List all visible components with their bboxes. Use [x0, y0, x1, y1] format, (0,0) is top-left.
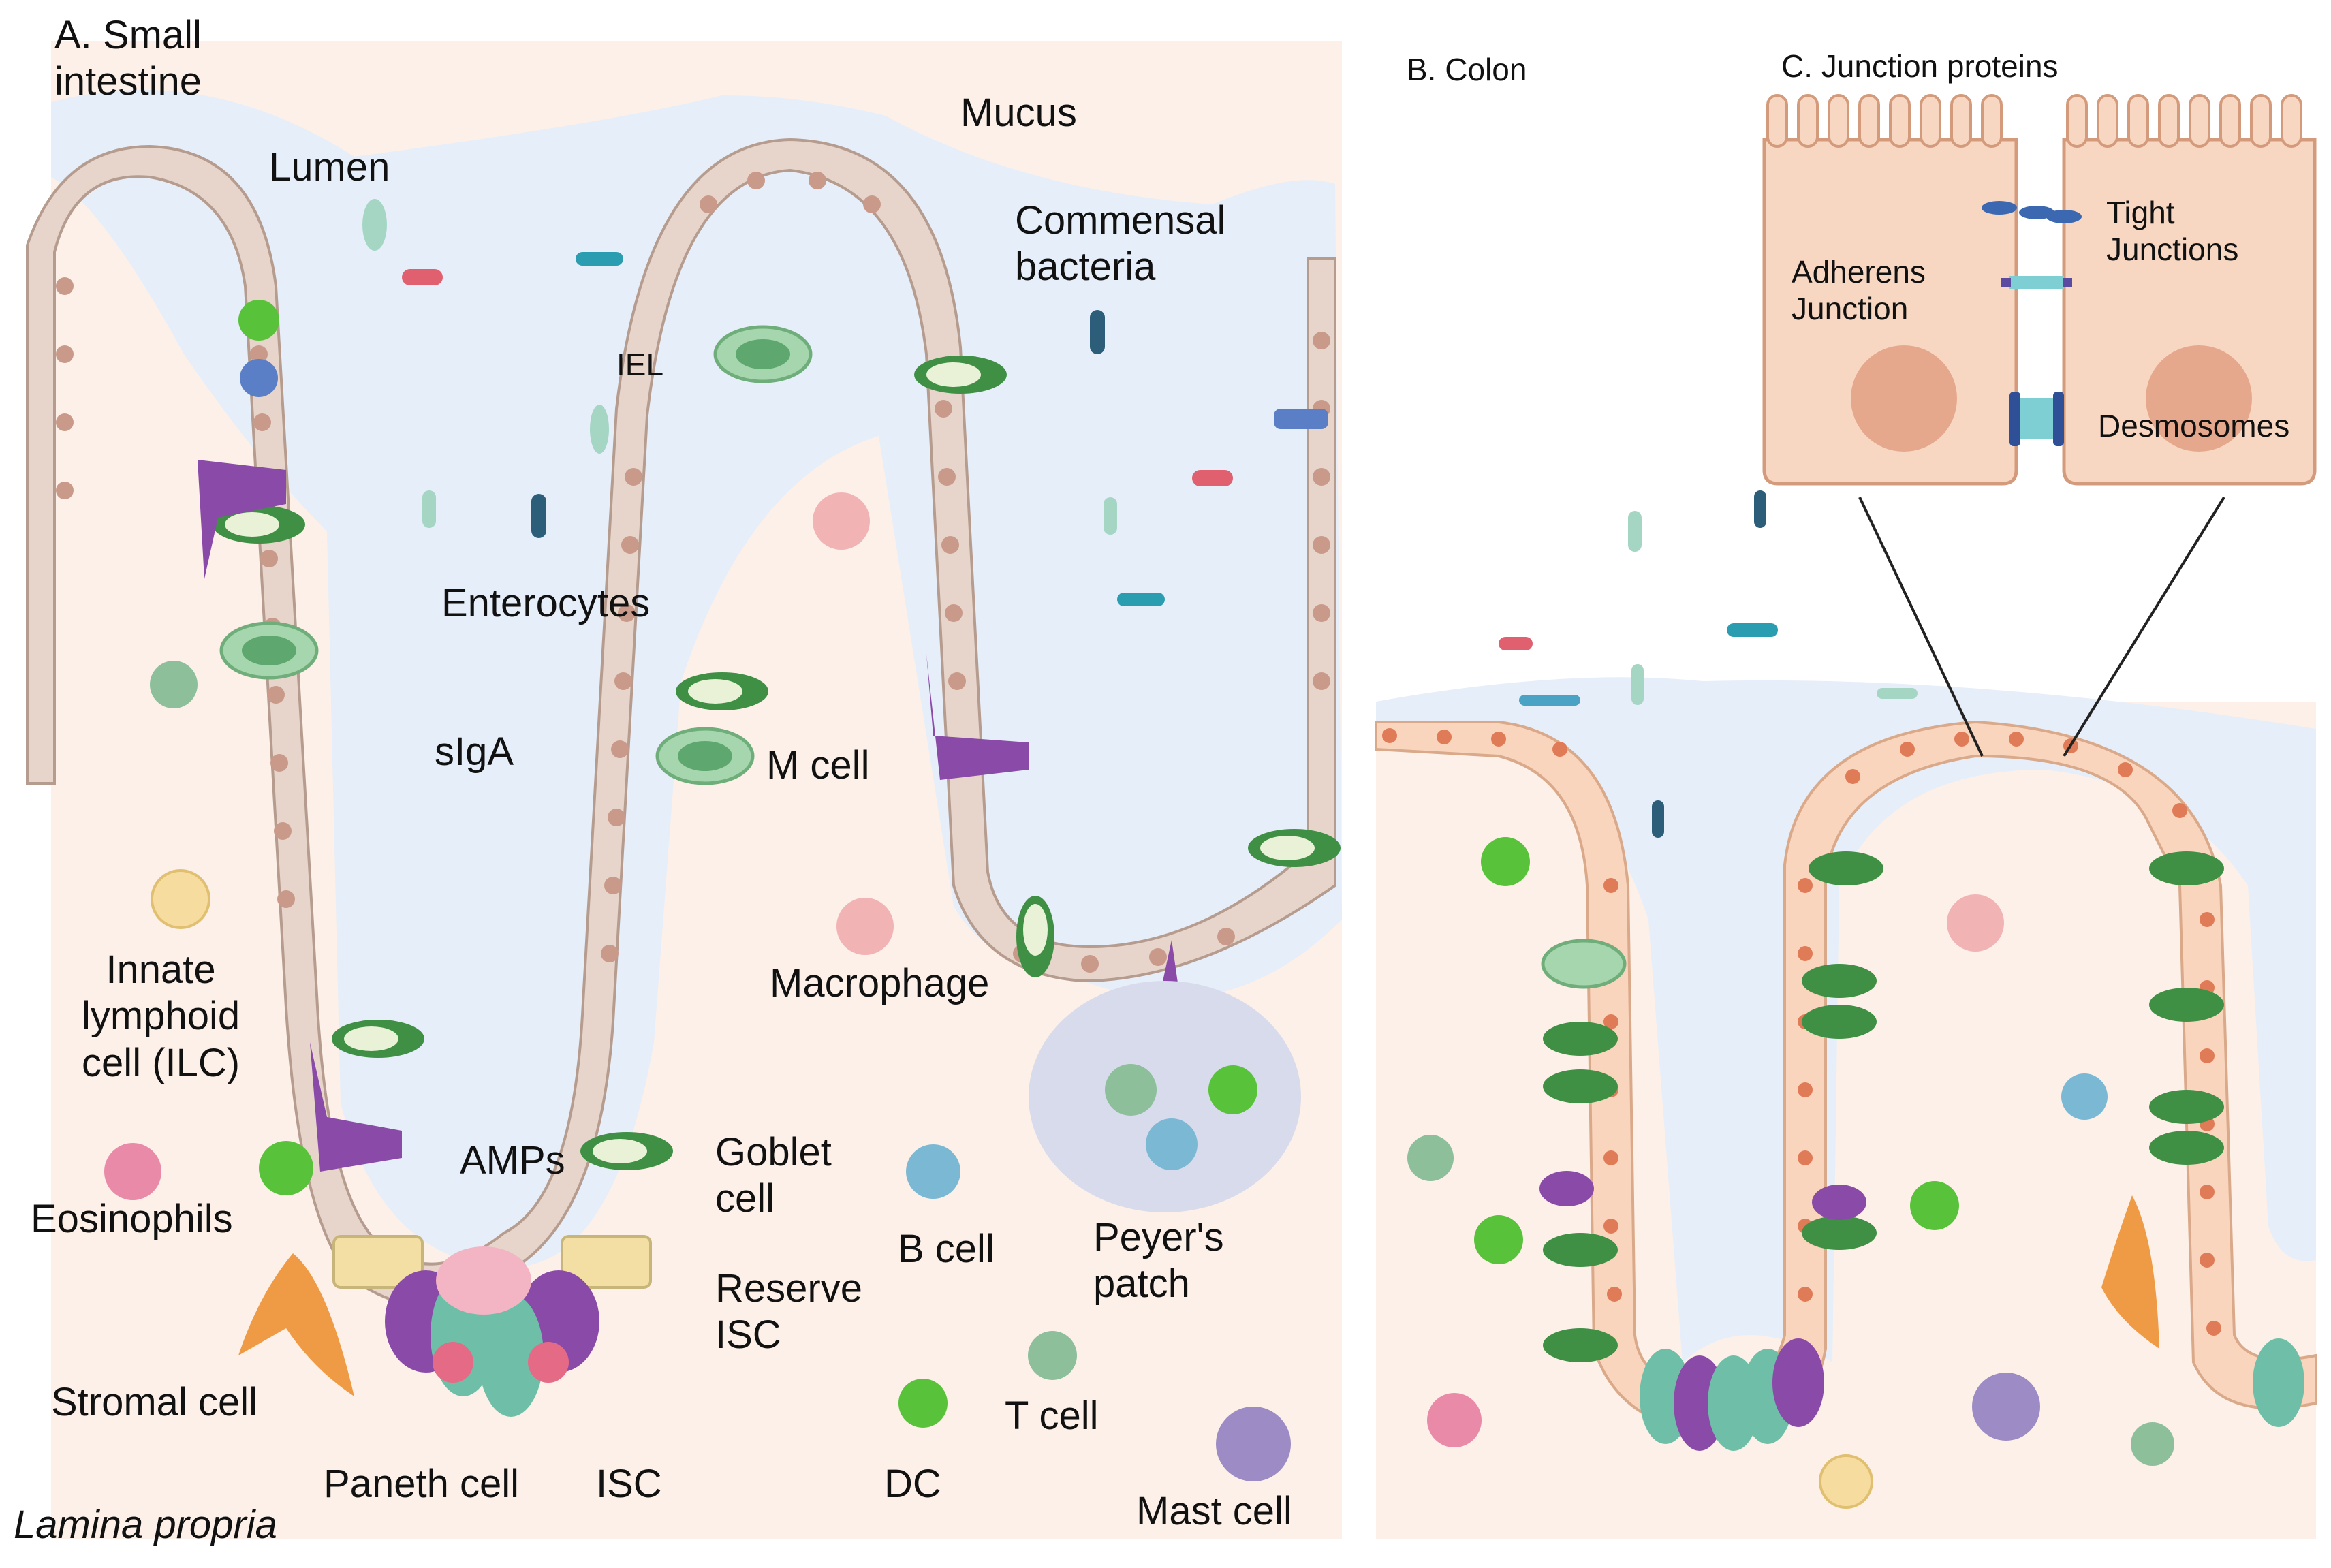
bacteria-b [1499, 490, 1918, 838]
mucus-layer-a [51, 90, 1342, 1268]
tight-junction-proteins [1982, 201, 2082, 223]
label-enterocytes: Enterocytes [441, 581, 651, 625]
label-isc: ISC [596, 1462, 662, 1506]
label-b-cell: B cell [898, 1227, 995, 1271]
label-adherens-line1: Adherens [1792, 254, 1926, 289]
panel-b-title: B. Colon [1407, 52, 1527, 87]
panel-a-title: A. Small intestine [54, 12, 202, 106]
zoom-line-left [1858, 497, 1984, 757]
label-adherens-junction: Adherens Junction [1792, 253, 1926, 328]
immune-cells-b [1407, 837, 2174, 1509]
label-m-cell: M cell [766, 743, 870, 787]
label-adherens-line2: Junction [1792, 291, 1909, 327]
bacteria-a [362, 199, 1328, 606]
label-tight-line1: Tight [2106, 195, 2175, 230]
microvilli [1766, 94, 2302, 148]
label-commensal-line2: bacteria [1015, 245, 1156, 289]
colon-crypt-base [1539, 939, 2304, 1451]
crypt-base-a [332, 1235, 652, 1417]
panel-c-title: C. Junction proteins [1781, 48, 2059, 84]
label-tight-line2: Junctions [2106, 232, 2239, 268]
goblet-granules-a [225, 362, 1315, 1163]
nucleus-right [2146, 345, 2252, 452]
iel-cells-a [219, 325, 813, 785]
label-ilc-line1: Innate [106, 947, 216, 992]
goblet-cells-b [1543, 851, 2224, 1362]
label-goblet-cell: Goblet cell [715, 1129, 832, 1223]
panel-b-colon [1375, 490, 2317, 1539]
nucleus-left [1851, 345, 1957, 452]
label-mast-cell: Mast cell [1136, 1489, 1292, 1533]
label-lamina-propria: Lamina propria [14, 1503, 277, 1547]
label-reserve-isc: Reserve ISC [715, 1266, 862, 1359]
label-mucus: Mucus [960, 91, 1077, 135]
label-reserve-isc-line1: Reserve [715, 1266, 862, 1311]
adherens-junction-proteins [2001, 276, 2072, 289]
peyers-patch-a [1029, 981, 1301, 1212]
junction-cell-right [2062, 138, 2317, 486]
label-t-cell: T cell [1005, 1394, 1099, 1438]
panel-c-junction-proteins [1762, 94, 2317, 757]
label-goblet-line1: Goblet [715, 1130, 832, 1174]
zoom-line-right [2063, 496, 2225, 757]
label-stromal-cell: Stromal cell [51, 1380, 257, 1424]
label-paneth-cell: Paneth cell [324, 1462, 519, 1506]
label-dc: DC [884, 1462, 941, 1506]
immune-cells-a [104, 300, 1291, 1481]
label-commensal-line1: Commensal [1015, 198, 1226, 242]
label-reserve-isc-line2: ISC [715, 1313, 781, 1358]
label-macrophage: Macrophage [770, 961, 990, 1005]
label-tight-junctions: Tight Junctions [2106, 194, 2238, 268]
label-commensal-bacteria: Commensal bacteria [1015, 198, 1225, 291]
label-peyers-line2: patch [1093, 1261, 1190, 1306]
label-peyers-line1: Peyer's [1093, 1215, 1224, 1259]
label-amps: AMPs [460, 1138, 565, 1182]
label-ilc: Innate lymphoid cell (ILC) [82, 947, 240, 1086]
label-goblet-line2: cell [715, 1176, 775, 1221]
label-siga: sIgA [435, 730, 514, 774]
label-lumen: Lumen [269, 145, 390, 189]
label-eosinophils: Eosinophils [31, 1197, 233, 1241]
label-iel: IEL [616, 347, 664, 382]
label-ilc-line2: lymphoid [82, 994, 240, 1039]
colon-nuclei [1382, 728, 2221, 1336]
desmosome-proteins [2009, 392, 2064, 446]
panel-a-title-line2: intestine [54, 59, 202, 104]
label-ilc-line3: cell (ILC) [82, 1040, 240, 1085]
panel-a-small-intestine [26, 41, 1342, 1539]
label-desmosomes: Desmosomes [2098, 408, 2290, 443]
panel-a-title-line1: A. Small [54, 13, 202, 57]
label-peyers-patch: Peyer's patch [1093, 1214, 1224, 1308]
